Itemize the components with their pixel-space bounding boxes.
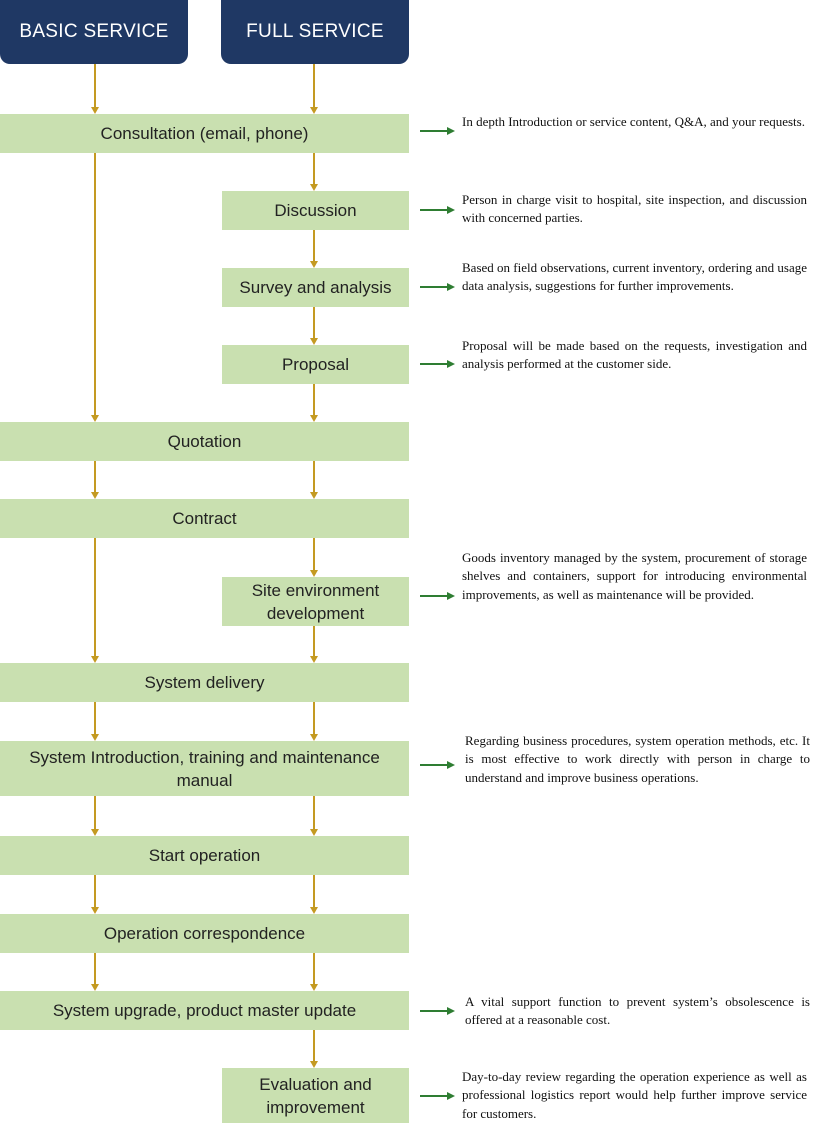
basic-service-label: BASIC SERVICE: [19, 21, 169, 42]
step-discussion: Discussion: [222, 191, 409, 230]
description-arrow: [420, 360, 455, 368]
step-consultation-label: Consultation (email, phone): [100, 124, 309, 143]
full-flow-arrow: [310, 64, 318, 114]
full-flow-arrow: [310, 384, 318, 422]
desc-system-upgrade: A vital support function to prevent syst…: [465, 994, 810, 1028]
full-flow-arrow: [310, 953, 318, 991]
full-service-label: FULL SERVICE: [246, 21, 384, 42]
full-flow-arrow: [310, 307, 318, 345]
step-start-operation-label: Start operation: [148, 846, 261, 865]
desc-consultation: In depth Introduction or service content…: [462, 114, 805, 129]
description-arrow: [420, 592, 455, 600]
step-discussion-label: Discussion: [274, 201, 357, 220]
step-evaluation-label: Evaluation and improvement: [259, 1074, 372, 1117]
full-flow-arrow: [310, 702, 318, 741]
desc-site-environment: Goods inventory managed by the system, p…: [462, 550, 807, 602]
step-system-delivery: System delivery: [0, 663, 409, 702]
step-quotation-label: Quotation: [167, 432, 242, 451]
description-arrow: [420, 1092, 455, 1100]
step-start-operation: Start operation: [0, 836, 409, 875]
step-system-upgrade-label: System upgrade, product master update: [52, 1001, 357, 1020]
step-consultation: Consultation (email, phone): [0, 114, 409, 153]
full-flow-arrow: [310, 461, 318, 499]
step-contract-label: Contract: [172, 509, 237, 528]
step-site-environment-label: Site environment development: [251, 580, 380, 623]
step-operation-correspondence-label: Operation correspondence: [103, 924, 306, 943]
basic-flow-arrow: [91, 875, 99, 914]
step-survey-analysis: Survey and analysis: [222, 268, 409, 307]
full-flow-arrow: [310, 626, 318, 663]
basic-flow-arrow: [91, 461, 99, 499]
step-system-delivery-label: System delivery: [144, 673, 265, 692]
desc-evaluation: Day-to-day review regarding the operatio…: [462, 1069, 807, 1121]
step-system-upgrade: System upgrade, product master update: [0, 991, 409, 1030]
full-flow-arrow: [310, 1030, 318, 1068]
basic-flow-arrow: [91, 153, 99, 422]
basic-flow-arrow: [91, 538, 99, 663]
description-arrow: [420, 283, 455, 291]
desc-system-introduction: Regarding business procedures, system op…: [465, 733, 810, 785]
step-system-introduction: System Introduction, training and mainte…: [0, 741, 409, 796]
desc-discussion: Person in charge visit to hospital, site…: [462, 192, 807, 226]
description-arrow: [420, 761, 455, 769]
step-evaluation: Evaluation and improvement: [222, 1068, 409, 1123]
desc-survey: Based on field observations, current inv…: [462, 260, 808, 294]
basic-flow-arrow: [91, 796, 99, 836]
basic-flow-arrow: [91, 953, 99, 991]
step-system-introduction-label: System Introduction, training and mainte…: [29, 747, 380, 790]
full-flow-arrow: [310, 153, 318, 191]
full-flow-arrow: [310, 230, 318, 268]
step-quotation: Quotation: [0, 422, 409, 461]
description-arrow: [420, 1007, 455, 1015]
full-service-header: FULL SERVICE: [221, 0, 409, 64]
step-operation-correspondence: Operation correspondence: [0, 914, 409, 953]
basic-flow-arrow: [91, 702, 99, 741]
step-survey-analysis-label: Survey and analysis: [239, 278, 392, 297]
description-arrow: [420, 127, 455, 135]
step-site-environment: Site environment development: [222, 577, 409, 626]
step-proposal: Proposal: [222, 345, 409, 384]
full-flow-arrow: [310, 796, 318, 836]
desc-proposal: Proposal will be made based on the reque…: [462, 338, 807, 372]
step-proposal-label: Proposal: [281, 355, 350, 374]
full-flow-arrow: [310, 875, 318, 914]
basic-service-header: BASIC SERVICE: [0, 0, 188, 64]
basic-flow-arrow: [91, 64, 99, 114]
step-contract: Contract: [0, 499, 409, 538]
full-flow-arrow: [310, 538, 318, 577]
description-arrow: [420, 206, 455, 214]
